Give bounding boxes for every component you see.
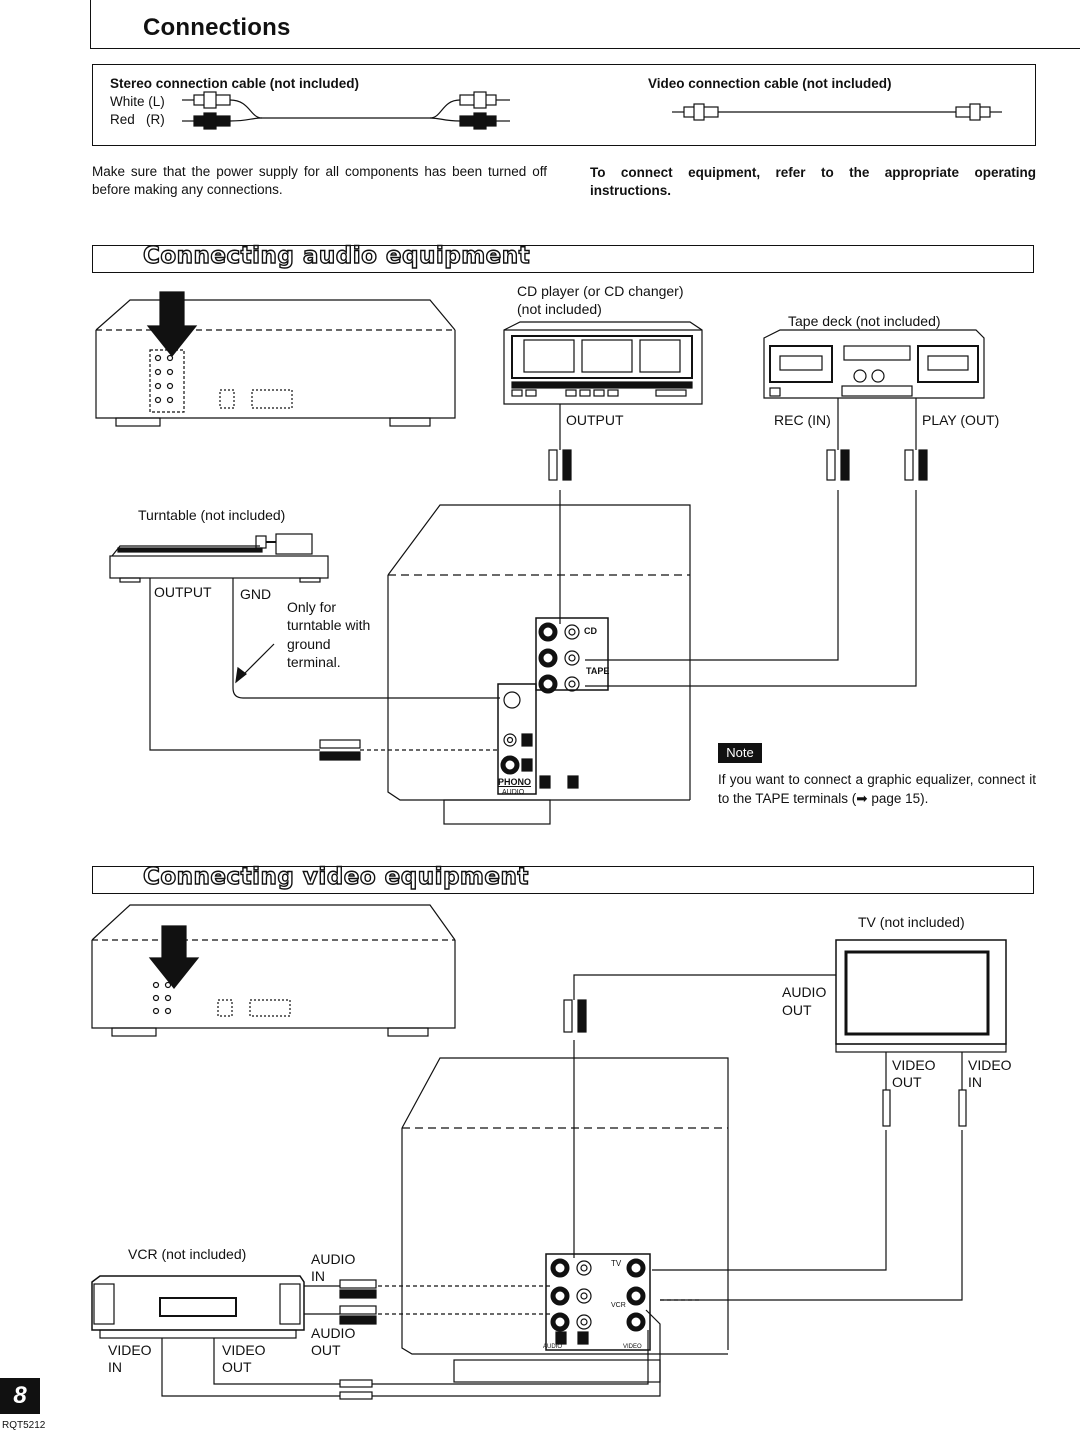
arrow-down-icon [146, 291, 198, 357]
turntable-label: Turntable (not included) [138, 507, 286, 523]
amplifier-rear-icon [387, 504, 691, 825]
instructions-note: To connect equipment, refer to the appro… [590, 165, 1036, 198]
vcr-audio-in-label-2: IN [311, 1268, 325, 1284]
ground-note-line-4: terminal. [287, 654, 341, 670]
ground-note-line-2: turntable with [287, 617, 371, 633]
vcr-audio-out-label-1: AUDIO [311, 1325, 356, 1341]
amplifier-rear-video-icon [401, 1057, 729, 1383]
terminal-audio-label: AUDIO [502, 789, 525, 796]
tv-audio-out-label-1: AUDIO [782, 984, 827, 1000]
video-wires [161, 974, 963, 1397]
audio-section-heading: Connecting audio equipment [142, 242, 531, 269]
terminal-vcr-label: VCR [611, 1302, 626, 1309]
audio-plugs [319, 449, 928, 761]
ground-note-line-1: Only for [287, 599, 337, 615]
page-title: Connections [143, 14, 291, 41]
audio-section-banner: Connecting audio equipment [92, 242, 1034, 273]
video-section-banner: Connecting video equipment [92, 863, 1034, 894]
terminal-tape-label: TAPE [586, 666, 610, 676]
power-warning: Make sure that the power supply for all … [92, 164, 547, 197]
vcr-icon [91, 1275, 305, 1339]
page-number: 8 [0, 1378, 40, 1414]
rec-in-label: REC (IN) [774, 412, 831, 428]
tv-audio-out-label-2: OUT [782, 1002, 812, 1018]
audio-jacks [500, 622, 580, 789]
terminal-audio-label-video: AUDIO [543, 1344, 563, 1350]
tape-deck-label: Tape deck (not included) [788, 313, 941, 329]
red-label: Red (R) [110, 112, 165, 127]
audio-wires [149, 398, 917, 751]
tape-deck-icon [763, 329, 985, 399]
cable-info-box [92, 64, 1036, 146]
play-out-label: PLAY (OUT) [922, 412, 1000, 428]
document-code: RQT5212 [2, 1420, 46, 1431]
video-plugs [339, 999, 967, 1400]
video-section-heading: Connecting video equipment [142, 863, 529, 890]
vcr-label: VCR (not included) [128, 1246, 247, 1262]
terminal-cd-label: CD [584, 626, 597, 636]
vcr-video-in-label-2: IN [108, 1359, 122, 1375]
white-label: White (L) [110, 94, 165, 109]
terminal-tv-label: TV [611, 1259, 622, 1268]
turntable-gnd-label: GND [240, 586, 272, 602]
amplifier-front-icon [95, 299, 456, 427]
turntable-output-label: OUTPUT [154, 584, 212, 600]
tv-icon [835, 939, 1007, 1053]
tv-video-in-label-1: VIDEO [968, 1057, 1012, 1073]
stereo-cable-title: Stereo connection cable (not included) [110, 76, 360, 91]
terminal-phono-label: PHONO [498, 777, 532, 787]
terminal-video-label: VIDEO [623, 1344, 642, 1350]
note-badge: Note [718, 743, 762, 763]
arrow-down-icon-2 [148, 925, 200, 989]
vcr-audio-out-label-2: OUT [311, 1342, 341, 1358]
vcr-audio-in-label-1: AUDIO [311, 1251, 356, 1267]
tv-video-out-label-1: VIDEO [892, 1057, 936, 1073]
vcr-video-in-label-1: VIDEO [108, 1342, 152, 1358]
vcr-video-out-label-2: OUT [222, 1359, 252, 1375]
tv-label: TV (not included) [858, 914, 965, 930]
cd-player-icon [503, 321, 703, 405]
cd-player-label: CD player (or CD changer) [517, 283, 684, 299]
ground-note-line-3: ground [287, 636, 331, 652]
video-cable-icon [672, 103, 1002, 121]
tv-video-in-label-2: IN [968, 1074, 982, 1090]
cd-player-label-2: (not included) [517, 301, 602, 317]
turntable-icon [109, 533, 329, 583]
amplifier-front-video-icon [91, 904, 456, 1037]
video-cable-title: Video connection cable (not included) [648, 76, 892, 91]
header-rule [90, 48, 1080, 49]
equalizer-note: If you want to connect a graphic equaliz… [718, 772, 1036, 806]
stereo-cable-icon [182, 91, 510, 130]
header-left-rule [90, 0, 91, 48]
tv-video-out-label-2: OUT [892, 1074, 922, 1090]
cd-output-label: OUTPUT [566, 412, 624, 428]
vcr-video-out-label-1: VIDEO [222, 1342, 266, 1358]
video-jacks [550, 1258, 646, 1345]
